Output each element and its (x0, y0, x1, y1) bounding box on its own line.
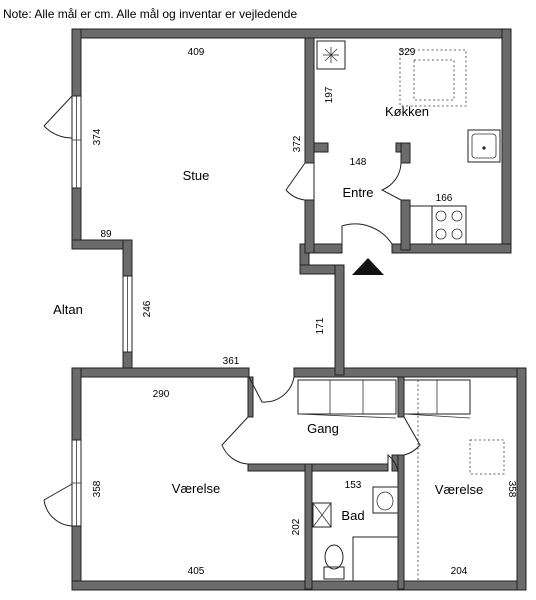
dim-entre-width: 148 (350, 157, 367, 168)
room-vaerelse-right: Værelse (435, 482, 483, 497)
room-kokken: Køkken (385, 104, 429, 119)
room-gang: Gang (307, 421, 339, 436)
room-stue: Stue (183, 168, 210, 183)
dim-hall-right: 171 (315, 317, 326, 334)
room-bad: Bad (341, 508, 364, 523)
dim-vaerelse-left-top: 290 (153, 389, 170, 400)
dim-vaerelse-right-side: 358 (506, 481, 517, 498)
walls (71, 28, 527, 591)
dim-vaerelse-left-side: 358 (92, 480, 103, 497)
dim-stue-right: 372 (292, 135, 303, 152)
room-labels: Stue Køkken Entre Altan Gang Værelse Bad… (53, 104, 483, 523)
dim-vaerelse-left-bottom: 405 (188, 566, 205, 577)
bathroom-fixtures (312, 486, 399, 582)
dim-vaerelse-right-bottom: 204 (451, 566, 468, 577)
dim-stue-lower-left: 246 (142, 300, 153, 317)
door-swings (43, 95, 421, 527)
dim-stue-bottom: 361 (223, 356, 240, 367)
kitchen-fixtures (316, 40, 501, 245)
plan-note: Note: Alle mål er cm. Alle mål og invent… (3, 7, 298, 21)
room-altan: Altan (53, 302, 83, 317)
dimension-labels: 409 374 372 89 246 361 171 329 197 148 1… (92, 47, 517, 577)
entrance-arrow (352, 258, 384, 275)
dim-stue-width: 409 (188, 47, 205, 58)
dim-stue-step: 89 (100, 229, 112, 240)
wardrobes (297, 379, 505, 581)
windows (71, 95, 133, 527)
room-entre: Entre (342, 185, 373, 200)
dim-bad-width: 153 (345, 480, 362, 491)
dim-kokken-width: 329 (399, 47, 416, 58)
dim-vaerelse-left-right: 202 (291, 518, 302, 535)
dim-kokken-left: 197 (324, 86, 335, 103)
room-vaerelse-left: Værelse (172, 481, 220, 496)
dim-kokken-lower: 166 (436, 193, 453, 204)
dim-stue-left: 374 (92, 128, 103, 145)
